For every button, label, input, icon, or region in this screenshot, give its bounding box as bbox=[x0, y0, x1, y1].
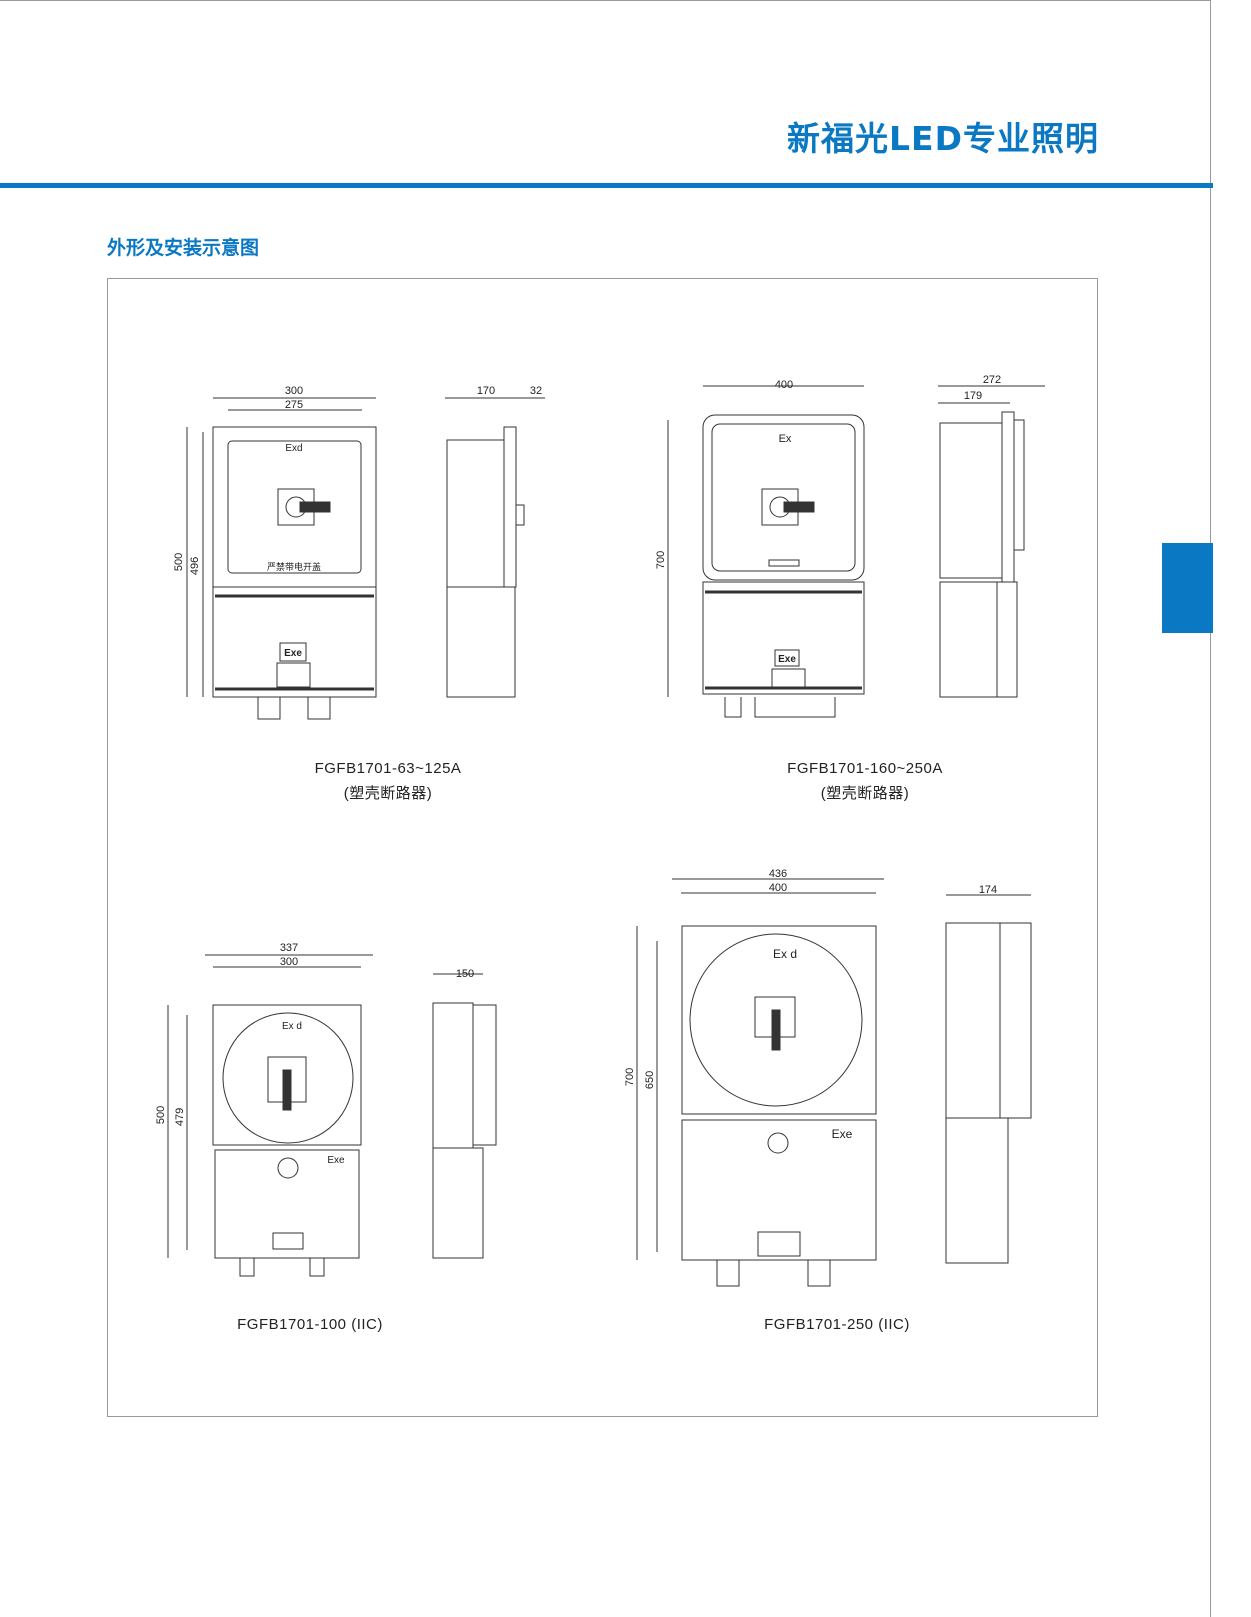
drawing-3-front: Ex d Exe 337 300 500 479 bbox=[155, 942, 373, 1277]
label-exe: Exe bbox=[778, 654, 796, 665]
dim-width-inner: 275 bbox=[285, 399, 303, 411]
label-exe: Exe bbox=[284, 648, 302, 659]
dim-height-inner: 496 bbox=[189, 557, 201, 575]
drawing-3-side: 150 bbox=[432, 968, 497, 1259]
dim-depth-outer: 272 bbox=[983, 374, 1001, 386]
caption-model-2: FGFB1701-160~250A bbox=[787, 760, 943, 777]
dim-height-inner: 479 bbox=[174, 1108, 186, 1126]
dim-depth: 150 bbox=[456, 968, 474, 980]
drawing-frame bbox=[107, 278, 1098, 1417]
brand-title: 新福光LED专业照明 bbox=[787, 119, 1099, 158]
dim-depth: 170 bbox=[477, 385, 495, 397]
dim-depth-handle: 32 bbox=[530, 385, 542, 397]
dim-depth-inner: 179 bbox=[964, 390, 982, 402]
dim-height-outer: 700 bbox=[624, 1068, 636, 1086]
drawing-1-side: 170 32 bbox=[445, 385, 545, 698]
caption-subtitle-1: (塑壳断路器) bbox=[343, 785, 433, 802]
caption-model-4: FGFB1701-250 (IIC) bbox=[764, 1316, 910, 1333]
label-exd: Exd bbox=[285, 443, 302, 454]
label-ex: Ex bbox=[779, 433, 792, 445]
drawing-4-front: Ex d Exe 436 400 700 650 bbox=[624, 868, 884, 1287]
dim-width-outer: 436 bbox=[769, 868, 787, 880]
drawing-2-side: 272 179 bbox=[938, 374, 1045, 698]
dim-width-inner: 400 bbox=[769, 882, 787, 894]
label-exe: Exe bbox=[327, 1155, 345, 1166]
section-title: 外形及安装示意图 bbox=[107, 237, 260, 259]
dim-width-outer: 337 bbox=[280, 942, 298, 954]
dim-height-outer: 500 bbox=[173, 553, 185, 571]
header-rule bbox=[0, 183, 1213, 188]
drawing-2-front: Ex Exe 400 700 bbox=[655, 379, 865, 718]
label-exe: Exe bbox=[832, 1127, 853, 1141]
dim-width-outer: 300 bbox=[285, 385, 303, 397]
label-warning: 严禁带电开盖 bbox=[267, 561, 321, 572]
dim-height-outer: 500 bbox=[155, 1106, 167, 1124]
label-exd: Ex d bbox=[282, 1021, 302, 1032]
drawing-4-side: 174 bbox=[945, 884, 1032, 1264]
label-exd: Ex d bbox=[773, 947, 797, 961]
dim-depth: 174 bbox=[979, 884, 997, 896]
dim-width-inner: 300 bbox=[280, 956, 298, 968]
caption-model-3: FGFB1701-100 (IIC) bbox=[237, 1316, 383, 1333]
caption-model-1: FGFB1701-63~125A bbox=[314, 760, 462, 777]
dim-height: 700 bbox=[655, 551, 667, 569]
caption-subtitle-2: (塑壳断路器) bbox=[820, 785, 910, 802]
dim-height-inner: 650 bbox=[644, 1071, 656, 1089]
side-tab bbox=[1162, 543, 1213, 633]
drawing-1-front: Exd Exe 严禁带电开盖 300 275 500 496 bbox=[173, 385, 377, 720]
dim-width: 400 bbox=[775, 379, 793, 391]
page-border bbox=[0, 0, 1211, 1617]
